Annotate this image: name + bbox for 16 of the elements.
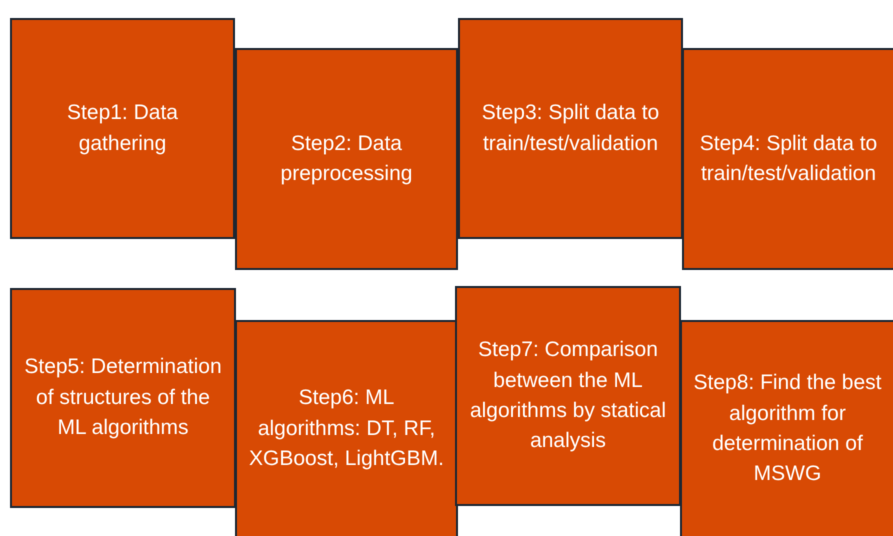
step-box xyxy=(682,48,893,270)
step-text: Step5: Determination of structures of the ML algorithms xyxy=(23,354,223,442)
step-box xyxy=(10,18,235,239)
step-text: Step4: Split data to train/test/validation xyxy=(698,130,878,187)
step-box xyxy=(235,48,458,270)
step-box xyxy=(680,320,893,536)
step-text: Step7: Comparison between the ML algorithms by statical analysis xyxy=(468,337,668,454)
step-text: Step6: ML algorithms: DT, RF, XGBoost, LightGBM. xyxy=(248,385,445,472)
step-box xyxy=(235,320,458,536)
step-box xyxy=(10,288,236,508)
step-box xyxy=(455,286,681,506)
step-box xyxy=(458,18,683,239)
step-text: Step2: Data preprocessing xyxy=(280,130,414,187)
step-text: Step1: Data gathering xyxy=(66,100,179,156)
step-text: Step3: Split data to train/test/validation xyxy=(480,100,660,156)
step-text: Step8: Find the best algorithm for determination of MSWG xyxy=(692,370,882,488)
